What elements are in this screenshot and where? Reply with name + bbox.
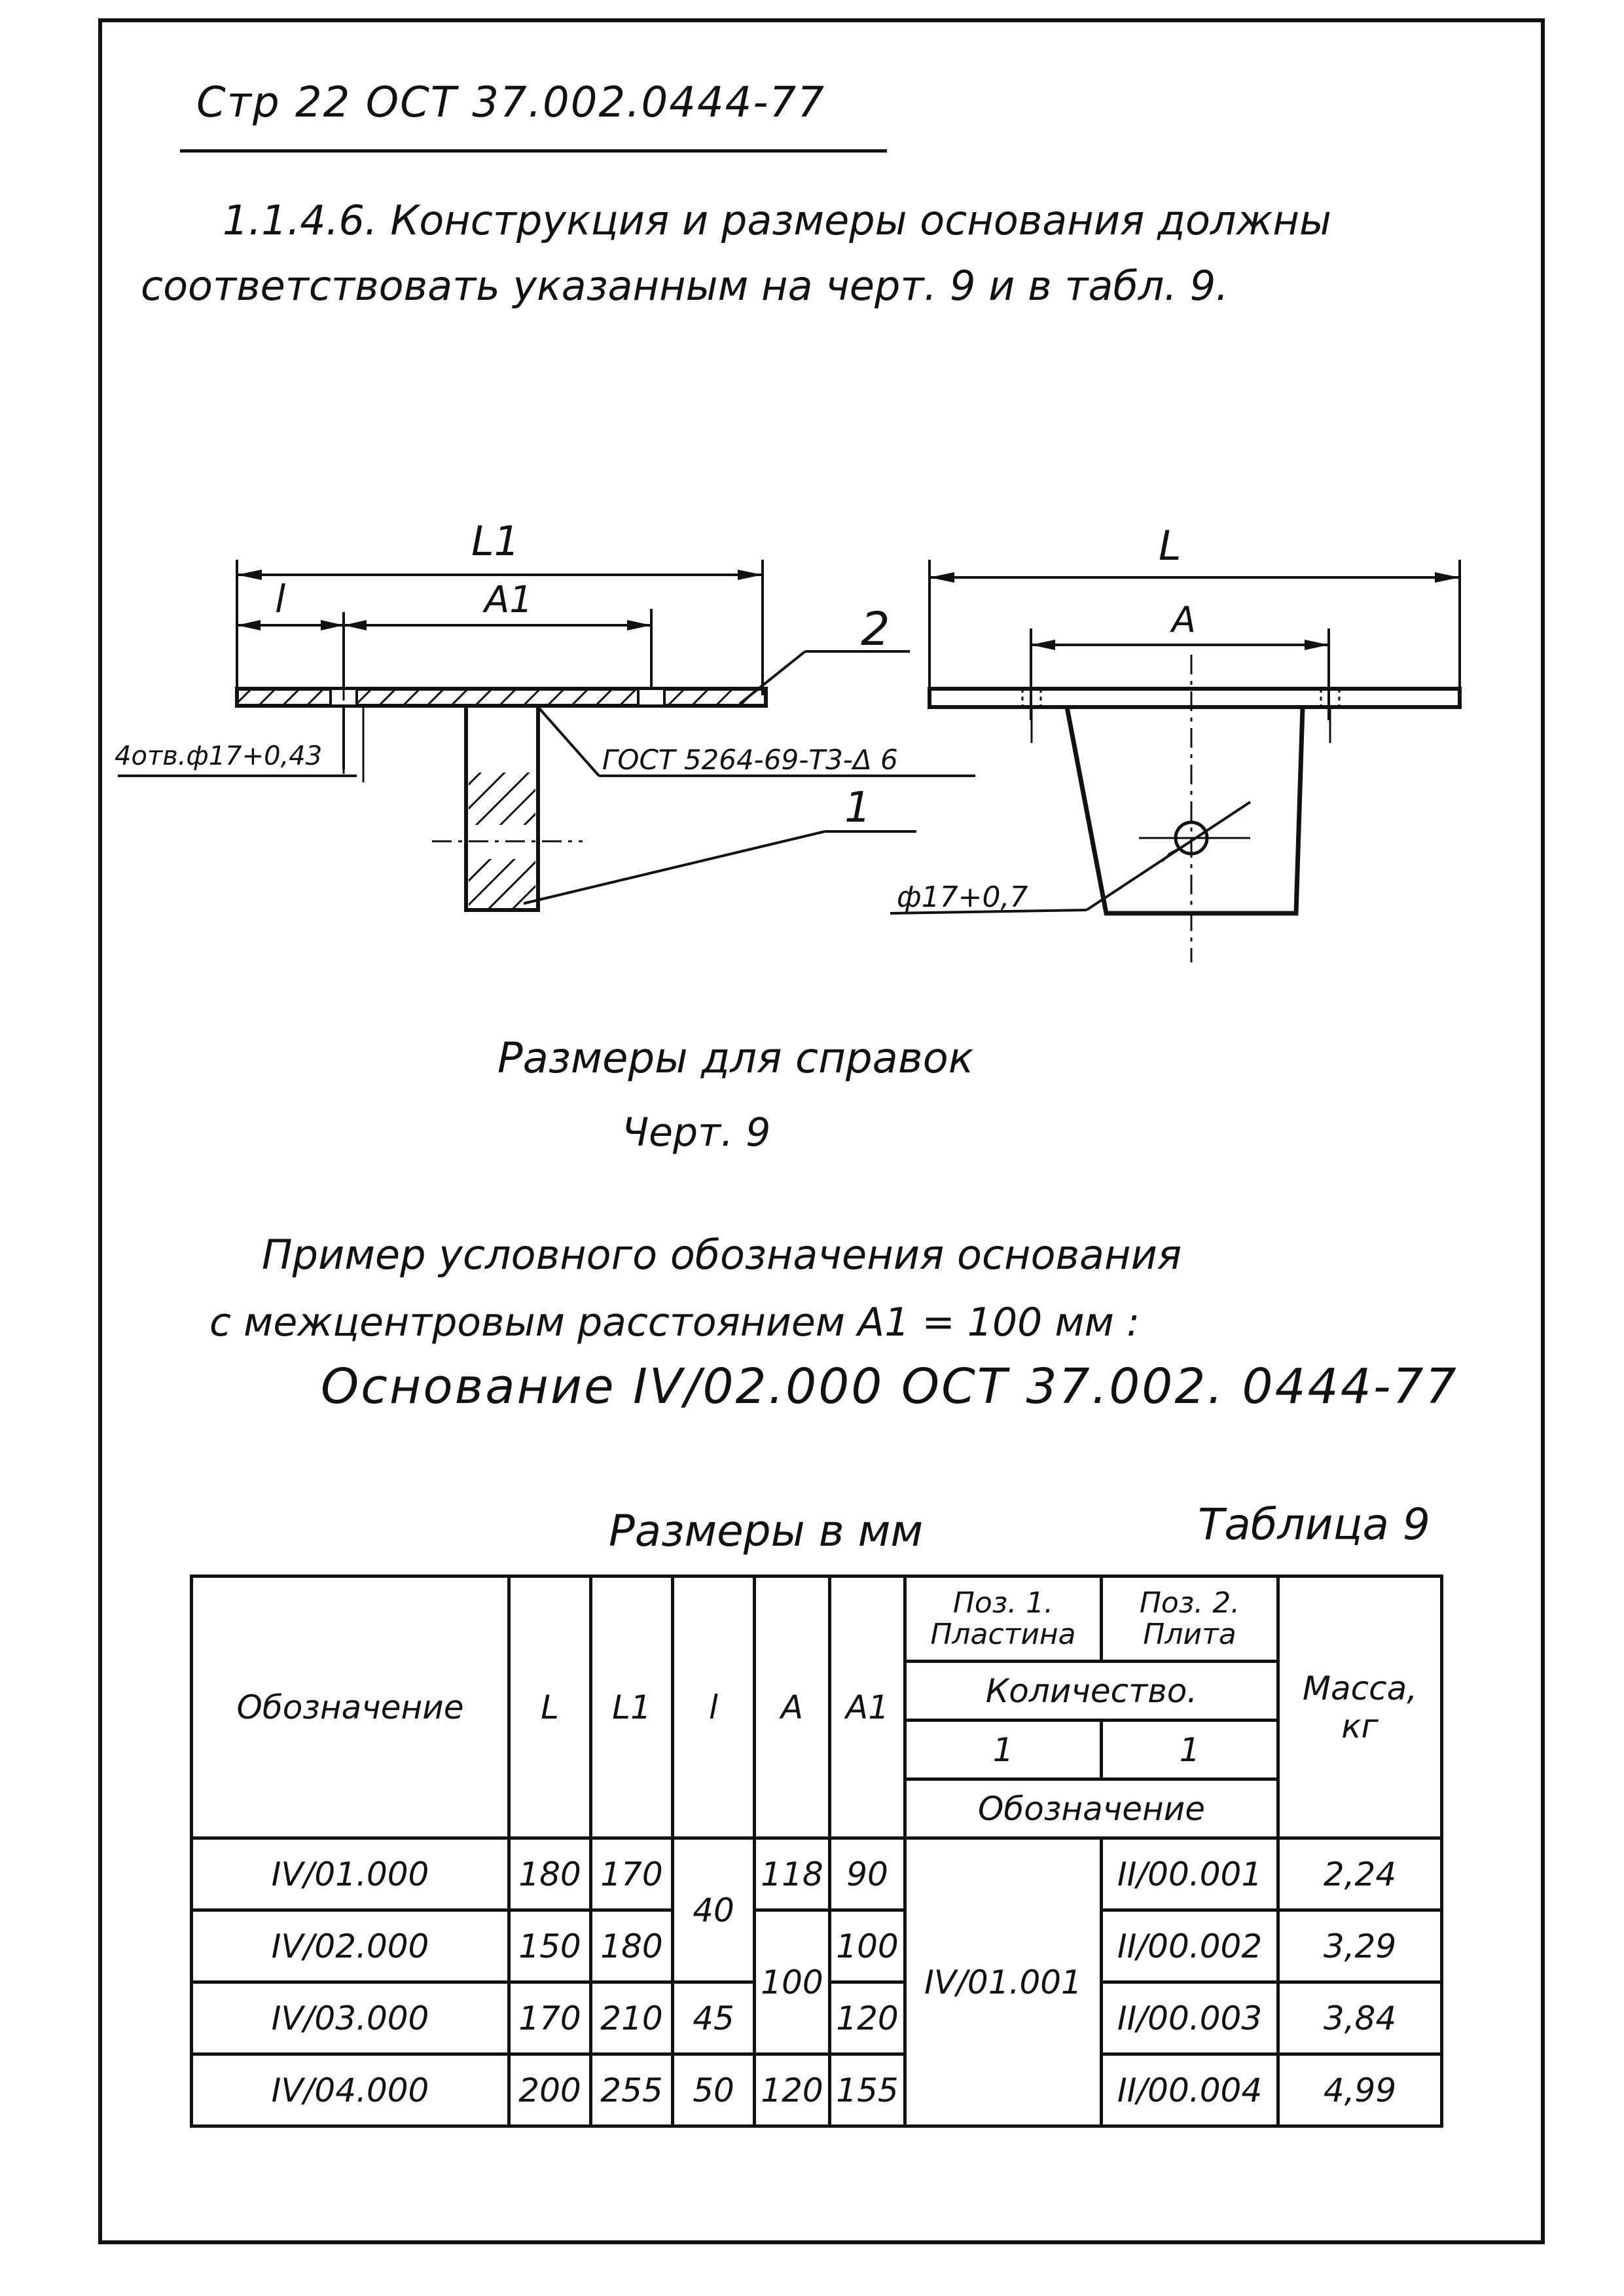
header-A1: A1	[828, 1575, 907, 1840]
cell-mass: 2,24	[1276, 1836, 1443, 1912]
cell-pos2: II/00.004	[1100, 2052, 1280, 2128]
label-holes: 4отв.ф17+0,43	[115, 741, 322, 771]
label-L1: L1	[471, 517, 520, 565]
label-L: L	[1159, 522, 1182, 570]
figure-caption: Черт. 9	[622, 1110, 771, 1156]
example-line-2: с межцентровым расстоянием A1 = 100 мм :	[209, 1300, 1140, 1345]
label-l: l	[275, 577, 285, 621]
header-mass: Масса, кг	[1276, 1575, 1443, 1840]
cell-l: 50	[671, 2052, 756, 2128]
paragraph-line-1: 1.1.4.6. Конструкция и размеры основания…	[223, 196, 1331, 244]
cell-mass: 3,84	[1276, 1980, 1443, 2056]
cell-A1: 155	[828, 2052, 907, 2128]
cell-A1: 90	[828, 1836, 907, 1912]
cell-L: 180	[507, 1836, 592, 1912]
header-L: L	[507, 1575, 592, 1840]
cell-L1: 210	[589, 1980, 674, 2056]
table-row: IV/02.000 150 180 100 100 II/00.002 3,29	[190, 1908, 1443, 2056]
cell-pos2: II/00.001	[1100, 1836, 1280, 1912]
cell-pos2: II/00.002	[1100, 1908, 1280, 1984]
cell-l: 45	[671, 1980, 756, 2056]
technical-drawing: L1 l A1 4отв.ф17+0,43 ГОСТ 5264-69-Т3-Δ …	[115, 517, 1462, 962]
label-pos1: 1	[844, 784, 871, 832]
cell-mass: 4,99	[1276, 2052, 1443, 2128]
cell-l-merged: 40	[671, 1836, 756, 1984]
cell-L1: 180	[589, 1908, 674, 1984]
label-A: A	[1170, 599, 1196, 640]
page-frame	[98, 18, 1545, 2244]
cell-A1: 120	[828, 1980, 907, 2056]
cell-A: 100	[753, 1908, 831, 2056]
cell-A: 120	[753, 2052, 831, 2128]
cell-mass: 3,29	[1276, 1908, 1443, 1984]
reference-note: Размеры для справок	[497, 1034, 974, 1083]
table-number: Таблица 9	[1198, 1499, 1430, 1550]
page-header: Стр 22 ОСТ 37.002.0444-77	[196, 79, 825, 127]
example-line-1: Пример условного обозначения основания	[262, 1231, 1182, 1279]
paragraph-line-2: соответствовать указанным на черт. 9 и в…	[141, 262, 1229, 310]
table-row: IV/03.000 170 210 45 120 II/00.003 3,84	[190, 1980, 1443, 2056]
example-designation: Основание IV/02.000 ОСТ 37.002. 0444-77	[321, 1358, 1458, 1415]
cell-designation: IV/01.000	[190, 1836, 511, 1912]
cell-L1: 170	[589, 1836, 674, 1912]
cell-designation: IV/03.000	[190, 1980, 511, 2056]
header-A: A	[753, 1575, 831, 1840]
cell-L1: 255	[589, 2052, 674, 2128]
label-weld: ГОСТ 5264-69-Т3-Δ 6	[602, 744, 898, 776]
label-A1: A1	[482, 579, 533, 621]
header-l: l	[671, 1575, 756, 1840]
left-view	[118, 560, 975, 912]
header-qty2: 1	[1100, 1719, 1280, 1781]
cell-designation: IV/02.000	[190, 1908, 511, 1984]
header-designation-sub: Обозначение	[903, 1777, 1280, 1840]
cell-pos2: II/00.003	[1100, 1980, 1280, 2056]
header-L1: L1	[589, 1575, 674, 1840]
right-view	[890, 560, 1462, 962]
cell-L: 150	[507, 1908, 592, 1984]
cell-A1: 100	[828, 1908, 907, 1984]
table-row: IV/04.000 200 255 50 120 155 II/00.004 4…	[190, 2052, 1443, 2128]
cell-designation: IV/04.000	[190, 2052, 511, 2128]
cell-L: 200	[507, 2052, 592, 2128]
header-designation: Обозначение	[190, 1575, 511, 1840]
label-hole-dia: ф17+0,7	[897, 881, 1028, 914]
cell-pos1-merged: IV/01.001	[903, 1836, 1103, 2128]
header-qty1: 1	[903, 1719, 1103, 1781]
header-pos1: Поз. 1. Пластина	[903, 1575, 1103, 1663]
header-underline	[180, 149, 887, 153]
header-quantity: Количество.	[903, 1660, 1280, 1722]
table-caption: Размеры в мм	[609, 1506, 924, 1556]
cell-A: 118	[753, 1836, 831, 1912]
table-row: IV/01.000 180 170 40 118 90 IV/01.001 II…	[190, 1836, 1443, 2128]
header-pos2: Поз. 2. Плита	[1100, 1575, 1280, 1663]
dimensions-table: Обозначение L L1 l A A1 Поз. 1. Пластина…	[190, 1575, 1443, 2128]
label-pos2: 2	[861, 602, 890, 656]
cell-L: 170	[507, 1980, 592, 2056]
